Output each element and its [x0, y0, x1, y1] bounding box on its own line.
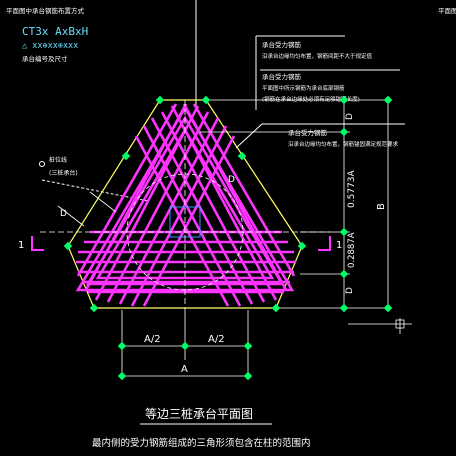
drawing-subtitle: 最内侧的受力钢筋组成的三角形须包含在柱的范围内: [92, 437, 311, 449]
pile-label-marker: [39, 161, 45, 167]
crosshair-box: [395, 319, 405, 329]
pile-label-line1: 桩位线: [49, 156, 67, 164]
vdim-b: B: [376, 203, 387, 210]
vdim-bottom-d: D: [345, 287, 355, 294]
note3-title: 承台受力钢筋: [288, 128, 328, 137]
hdim-a-half-right: A/2: [208, 334, 225, 345]
top-leaders: [195, 0, 400, 110]
vdim-02887a: 0.2887A: [347, 232, 357, 268]
note2-title: 承台受力钢筋: [262, 72, 302, 81]
d-dim-right-label: D: [228, 175, 235, 185]
section-mark-right-label: 1: [336, 240, 342, 251]
hdim-a-total: A: [181, 364, 188, 375]
pile-label-leader: [41, 179, 149, 202]
d-dim-left-label: D: [60, 209, 67, 219]
header-left-note: 平面图中承台钢筋布置方式: [6, 6, 85, 15]
cap-code-line3: 承台编号及尺寸: [22, 54, 68, 63]
d-dim-left: [57, 191, 117, 227]
note3-text: 沿承台边缘均匀布置，钢筋锚固满足规范要求: [288, 140, 399, 148]
edge-ticks: [63, 95, 307, 313]
note3-leader-diag: [235, 123, 263, 149]
vertical-dim-ticks: [339, 95, 393, 313]
hdim-a-half-left: A/2: [144, 334, 161, 345]
note2-line1: 平面图中所示钢筋为承台底部钢筋: [262, 84, 345, 92]
pile-label-line2: (三桩承台): [49, 169, 78, 177]
vdim-05773a: 0.5773A: [347, 170, 357, 208]
drawing-title: 等边三桩承台平面图: [145, 406, 253, 421]
cap-code-line2: △ xx⊕xx⊕xxx: [22, 41, 78, 51]
center-lines: [40, 100, 330, 310]
section-mark-left-label: 1: [18, 240, 24, 251]
note1-text: 沿承台边缘均匀布置，钢筋间距不大于规定值: [262, 52, 373, 60]
note1-title: 承台受力钢筋: [262, 40, 302, 49]
section-mark-right: [318, 236, 331, 251]
cap-code: CT3x AxBxH: [22, 25, 88, 38]
section-mark-left: [31, 236, 44, 251]
horizontal-dim-ticks: [117, 341, 253, 381]
header-right-note: 平面图中: [438, 6, 456, 15]
note2-line2: (钢筋在承台边缘处必须有足够锚固长度): [262, 95, 360, 103]
vdim-top-d: D: [345, 113, 355, 120]
